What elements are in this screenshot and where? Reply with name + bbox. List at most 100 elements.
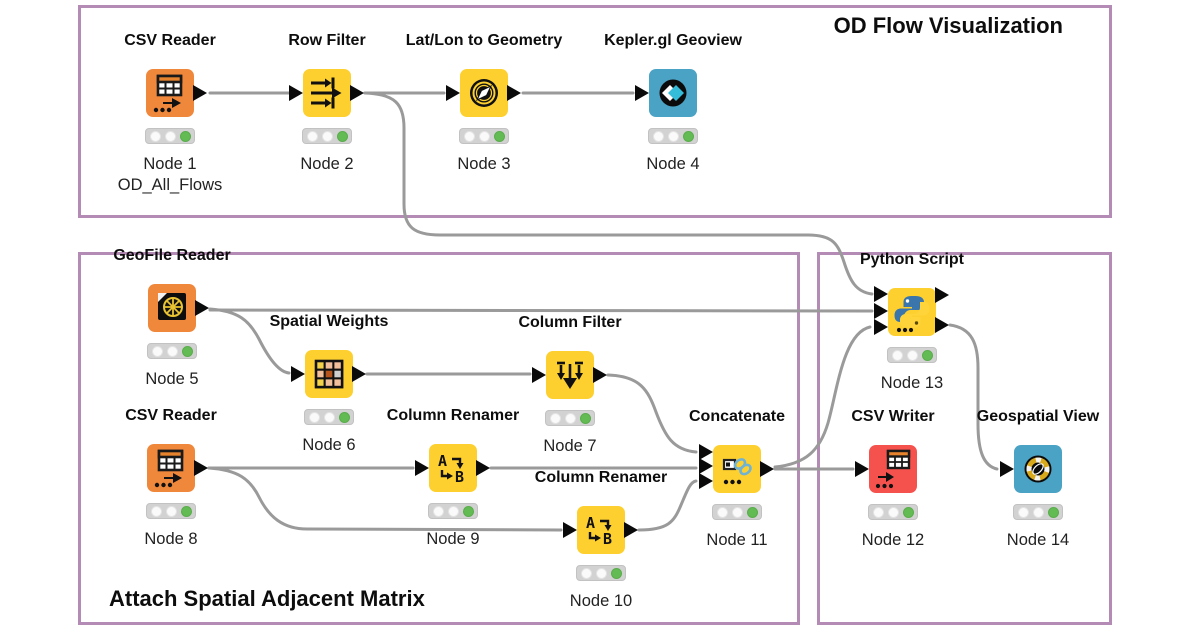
output-port[interactable] bbox=[507, 85, 521, 101]
input-port[interactable] bbox=[699, 458, 713, 474]
cable[interactable] bbox=[363, 91, 874, 296]
node-caption: Node 7 bbox=[543, 437, 597, 455]
input-port[interactable] bbox=[874, 303, 888, 319]
annotation-od-flow[interactable]: OD Flow Visualization bbox=[78, 5, 1112, 218]
node-label: Geospatial View bbox=[976, 408, 1100, 425]
row-filter-icon[interactable] bbox=[289, 69, 364, 117]
node-label: Lat/Lon to Geometry bbox=[405, 32, 563, 49]
output-port[interactable] bbox=[476, 460, 490, 476]
cable[interactable] bbox=[207, 466, 563, 532]
output-port[interactable] bbox=[350, 85, 364, 101]
input-port[interactable] bbox=[532, 367, 546, 383]
annotation-output-group[interactable] bbox=[817, 252, 1112, 625]
column-renamer-icon[interactable]: A B bbox=[415, 444, 490, 492]
input-port[interactable] bbox=[1000, 461, 1014, 477]
node-spatial-weights[interactable]: Spatial Weights Node 6 bbox=[244, 312, 414, 455]
csv-reader-icon[interactable] bbox=[147, 444, 208, 492]
node-geospatial-view[interactable]: Geospatial View Node 14 bbox=[953, 407, 1123, 550]
node-caption: Node 5 bbox=[145, 370, 199, 388]
node-caption: Node 1 bbox=[143, 155, 197, 173]
python-icon[interactable] bbox=[874, 286, 949, 336]
cable[interactable] bbox=[773, 325, 872, 469]
cable[interactable] bbox=[208, 308, 874, 313]
traffic-light bbox=[459, 128, 509, 144]
cable[interactable] bbox=[208, 307, 291, 375]
output-port[interactable] bbox=[760, 461, 774, 477]
traffic-light bbox=[576, 565, 626, 581]
geofile-reader-icon[interactable] bbox=[148, 284, 209, 332]
traffic-light bbox=[302, 128, 352, 144]
spatial-weights-icon[interactable] bbox=[291, 350, 366, 398]
cable[interactable] bbox=[637, 479, 698, 532]
traffic-light bbox=[428, 503, 478, 519]
node-column-renamer-1[interactable]: Column Renamer A B Node 9 bbox=[368, 406, 538, 549]
input-port[interactable] bbox=[874, 286, 888, 302]
output-port[interactable] bbox=[935, 287, 949, 303]
output-port[interactable] bbox=[194, 460, 208, 476]
node-label: Column Renamer bbox=[386, 407, 520, 424]
csv-reader-icon[interactable] bbox=[146, 69, 207, 117]
node-caption: Node 8 bbox=[144, 530, 198, 548]
column-renamer-icon[interactable]: A B bbox=[563, 506, 638, 554]
node-caption: Node 10 bbox=[569, 592, 633, 610]
column-filter-icon[interactable] bbox=[532, 351, 607, 399]
node-label: Row Filter bbox=[288, 32, 366, 49]
node-column-filter[interactable]: Column Filter Node 7 bbox=[485, 313, 655, 456]
node-concatenate[interactable]: Concatenate Node 11 bbox=[652, 407, 822, 550]
compass-icon[interactable] bbox=[446, 69, 521, 117]
node-row-filter[interactable]: Row Filter Node 2 bbox=[242, 31, 412, 174]
node-label: Column Renamer bbox=[534, 469, 668, 486]
output-port[interactable] bbox=[593, 367, 607, 383]
traffic-light bbox=[146, 503, 196, 519]
input-port[interactable] bbox=[699, 473, 713, 489]
node-caption: Node 6 bbox=[302, 436, 356, 454]
traffic-light bbox=[145, 128, 195, 144]
node-label: CSV Reader bbox=[124, 32, 216, 49]
node-label: Column Filter bbox=[518, 314, 622, 331]
input-port[interactable] bbox=[563, 522, 577, 538]
node-python-script[interactable]: Python Script Node 13 bbox=[827, 250, 997, 393]
node-kepler-geoview[interactable]: Kepler.gl Geoview Node 4 bbox=[588, 31, 758, 174]
node-label: Kepler.gl Geoview bbox=[604, 32, 742, 49]
svg-text:B: B bbox=[603, 530, 612, 548]
geospatial-view-icon[interactable] bbox=[1000, 445, 1062, 493]
input-port[interactable] bbox=[289, 85, 303, 101]
traffic-light bbox=[545, 410, 595, 426]
traffic-light bbox=[304, 409, 354, 425]
node-column-renamer-2[interactable]: Column Renamer A B Node 10 bbox=[516, 468, 686, 611]
node-label: Concatenate bbox=[688, 408, 786, 425]
input-port[interactable] bbox=[415, 460, 429, 476]
kepler-icon[interactable] bbox=[635, 69, 697, 117]
input-port[interactable] bbox=[874, 319, 888, 335]
node-label: Spatial Weights bbox=[269, 313, 389, 330]
csv-writer-icon[interactable] bbox=[855, 445, 917, 493]
cable[interactable] bbox=[948, 323, 999, 471]
node-caption: Node 14 bbox=[1006, 531, 1070, 549]
output-port[interactable] bbox=[193, 85, 207, 101]
node-caption: Node 4 bbox=[646, 155, 700, 173]
annotation-title: OD Flow Visualization bbox=[833, 13, 1063, 38]
output-port[interactable] bbox=[195, 300, 209, 316]
input-port[interactable] bbox=[699, 444, 713, 460]
node-csv-reader-2[interactable]: CSV Reader Node 8 bbox=[86, 406, 256, 549]
node-geofile-reader[interactable]: GeoFile Reader Node 5 bbox=[87, 246, 257, 389]
node-latlon-to-geometry[interactable]: Lat/Lon to Geometry Node 3 bbox=[399, 31, 569, 174]
input-port[interactable] bbox=[855, 461, 869, 477]
node-caption: Node 11 bbox=[706, 531, 768, 549]
node-label: Python Script bbox=[859, 251, 964, 268]
output-port[interactable] bbox=[935, 317, 949, 333]
traffic-light bbox=[147, 343, 197, 359]
annotation-attach-matrix[interactable]: Attach Spatial Adjacent Matrix bbox=[78, 252, 800, 625]
node-csv-reader-1[interactable]: CSV Reader Node 1 OD_All_Flows bbox=[85, 31, 255, 196]
traffic-light bbox=[648, 128, 698, 144]
output-port[interactable] bbox=[352, 366, 366, 382]
input-port[interactable] bbox=[446, 85, 460, 101]
cable[interactable] bbox=[606, 373, 698, 454]
traffic-light bbox=[868, 504, 918, 520]
node-csv-writer[interactable]: CSV Writer Node 12 bbox=[808, 407, 978, 550]
input-port[interactable] bbox=[635, 85, 649, 101]
concatenate-icon[interactable] bbox=[699, 444, 774, 493]
input-port[interactable] bbox=[291, 366, 305, 382]
output-port[interactable] bbox=[624, 522, 638, 538]
